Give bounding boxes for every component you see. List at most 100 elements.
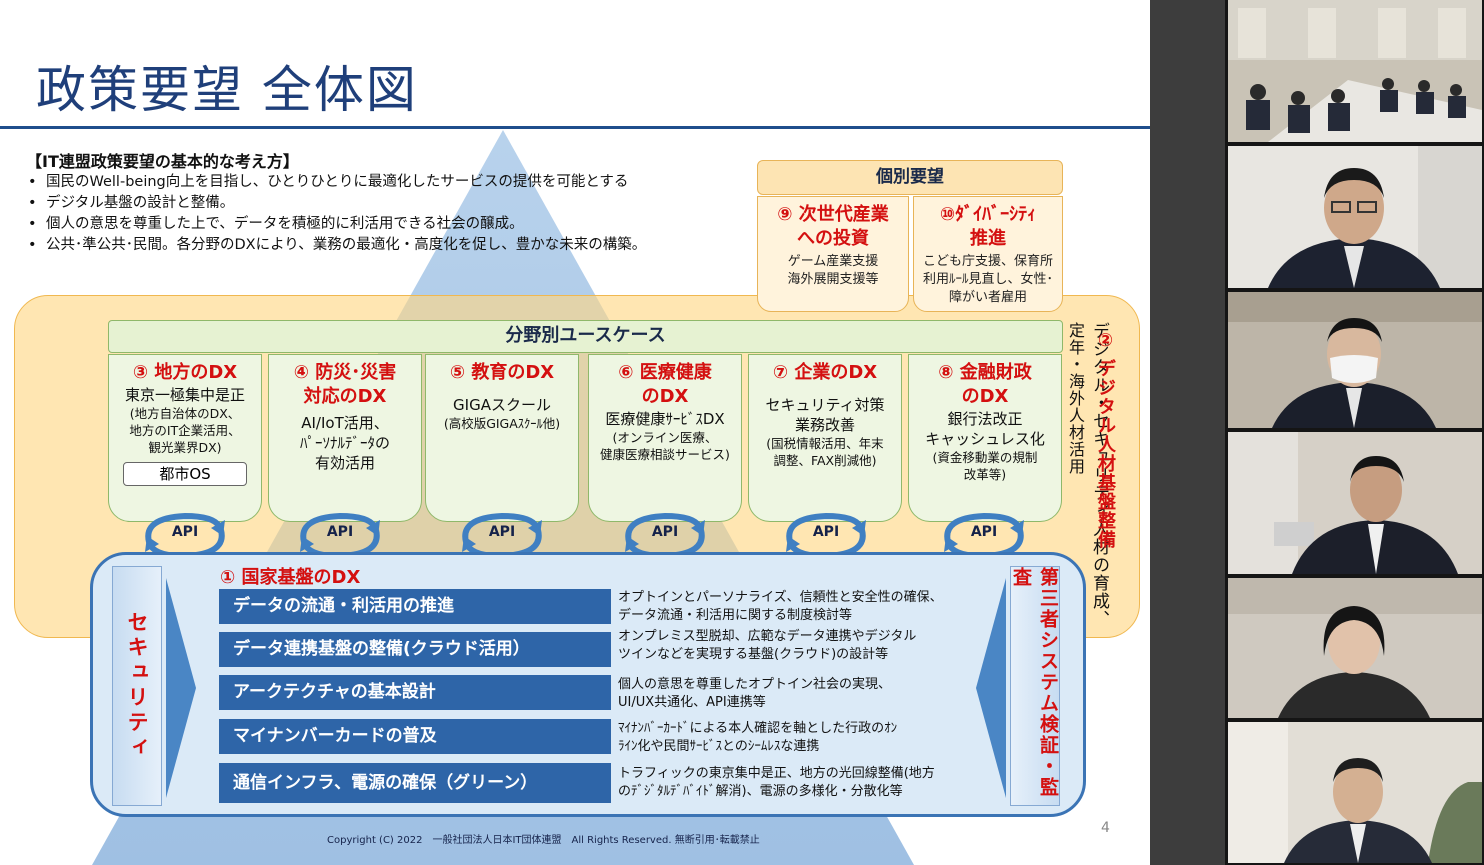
api-label: API [488,524,516,540]
principle-item: 公共･準公共･民間。各分野のDXにより、業務の最適化・高度化を促し、豊かな未来の… [26,235,766,256]
participant-tile-conference-room[interactable] [1228,0,1482,142]
national-row-desc: トラフィックの東京集中是正、地方の光回線整備(地方 のﾃﾞｼﾞﾀﾙﾃﾞﾊﾞｲﾄﾞ… [618,765,988,801]
arrow-right-icon [166,578,196,798]
desc-line: トラフィックの東京集中是正、地方の光回線整備(地方 [618,766,935,781]
participant-video [1228,146,1482,288]
usecase-desc: 改革等) [963,467,1007,482]
usecase-sub: 東京一極集中是正 [124,386,245,404]
usecase-disaster-dx: ④ 防災･災害 対応のDX AI/IoT活用、 ﾊﾟｰｿﾅﾙﾃﾞｰﾀの 有効活用 [268,354,422,522]
usecase-title: ④ 防災･災害 [293,362,397,383]
request-title-line: ⑩ﾀﾞｲﾊﾞｰｼﾃｨ [939,204,1037,225]
side-text-security-talent: デジタル・セキュリティ人材の育成、 [1089,322,1109,628]
usecase-title: ⑧ 金融財政 [938,362,1032,383]
desc-line: ﾏｲﾅﾝﾊﾞｰｶｰﾄﾞによる本人確認を軸とした行政のｵﾝ [618,721,898,736]
usecase-desc: (資金移動業の規制 [932,450,1038,465]
national-row-label: アークテクチャの基本設計 [219,675,611,710]
individual-requests: 個別要望 ⑨ 次世代産業 への投資 ゲーム産業支援 海外展開支援等 ⑩ﾀﾞｲﾊﾞ… [757,160,1063,312]
side-title-digital-talent: ② デジタル人材基盤整備 [1095,330,1116,550]
request-desc-line: 障がい者雇用 [948,290,1027,305]
desc-line: オンプレミス型脱却、広範なデータ連携やデジタル [618,629,917,644]
usecase-desc: 調整、FAX削減他) [773,453,877,468]
participant-video [1228,722,1482,863]
api-label: API [171,524,199,540]
usecase-desc: 観光業界DX) [148,440,222,455]
principle-item-continued: デジタル基盤の設計と整備。 [26,193,766,214]
usecase-medical-dx: ⑥ 医療健康 のDX 医療健康ｻｰﾋﾞｽDX (オンライン医療、 健康医療相談サ… [588,354,742,522]
api-label: API [812,524,840,540]
shared-slide: 政策要望 全体図 【IT連盟政策要望の基本的な考え方】 国民のWell-bein… [0,0,1150,865]
slide-title: 政策要望 全体図 [36,61,418,119]
usecase-desc: 地方のIT企業活用、 [129,423,241,438]
usecase-title: のDX [641,386,689,407]
request-desc-line: ゲーム産業支援 [787,254,879,269]
arrow-left-icon [976,578,1006,798]
principle-item: 個人の意思を尊重した上で、データを積極的に利活用できる社会の醸成。 [26,214,766,235]
desc-line: のﾃﾞｼﾞﾀﾙﾃﾞﾊﾞｲﾄﾞ解消)、電源の多様化・分散化等 [618,784,903,799]
usecase-title: 対応のDX [303,386,387,407]
desc-line: 個人の意思を尊重したオプトイン社会の実現、 [618,677,892,692]
usecase-desc: (オンライン医療、 [612,430,718,445]
request-title-line: ⑨ 次世代産業 [777,204,889,225]
desc-line: データ流通・利活用に関する制度検討等 [618,608,853,623]
api-label: API [970,524,998,540]
usecase-regional-dx: ③ 地方のDX 東京一極集中是正 (地方自治体のDX、 地方のIT企業活用、 観… [108,354,262,522]
principles-list: 国民のWell-being向上を目指し、ひとりひとりに最適化したサービスの提供を… [26,172,766,256]
participant-tile-4[interactable] [1228,432,1482,574]
individual-requests-heading: 個別要望 [757,160,1063,195]
usecase-title: ⑥ 医療健康 [618,362,712,383]
usecase-sub: AI/IoT活用、 [301,414,389,432]
usecase-education-dx: ⑤ 教育のDX GIGAスクール (高校版GIGAｽｸｰﾙ他) [425,354,579,522]
participant-tile-2[interactable] [1228,146,1482,288]
participant-tile-6[interactable] [1228,722,1482,863]
usecase-sub: 銀行法改正 [947,410,1023,428]
usecase-title: ⑦ 企業のDX [772,362,878,383]
national-row-desc: ﾏｲﾅﾝﾊﾞｰｶｰﾄﾞによる本人確認を軸とした行政のｵﾝ ﾗｲﾝ化や民間ｻｰﾋﾞ… [618,720,988,756]
national-row-desc: オンプレミス型脱却、広範なデータ連携やデジタル ツインなどを実現する基盤(クラウ… [618,628,988,664]
api-label: API [651,524,679,540]
usecase-sub: 医療健康ｻｰﾋﾞｽDX [605,410,725,428]
usecase-sub: GIGAスクール [453,396,551,414]
desc-line: ツインなどを実現する基盤(クラウド)の設計等 [618,647,889,662]
request-desc: ゲーム産業支援 海外展開支援等 [758,253,908,289]
conference-room-video [1228,0,1482,142]
request-card-next-gen-industry: ⑨ 次世代産業 への投資 ゲーム産業支援 海外展開支援等 [757,196,909,312]
usecase-sub: セキュリティ対策 [765,396,885,414]
usecase-sub: 業務改善 [794,416,855,434]
principle-item: 国民のWell-being向上を目指し、ひとりひとりに最適化したサービスの提供を… [26,172,766,193]
usecase-finance-dx: ⑧ 金融財政 のDX 銀行法改正 キャッシュレス化 (資金移動業の規制 改革等) [908,354,1062,522]
request-desc-line: 海外展開支援等 [787,272,879,287]
participant-tile-5[interactable] [1228,578,1482,718]
usecase-desc: 健康医療相談サービス) [600,447,730,462]
request-title: ⑨ 次世代産業 への投資 [758,203,908,251]
side-text-foreign-talent: 定年・海外人材活用 [1066,322,1085,475]
usecase-sub: キャッシュレス化 [925,430,1045,448]
national-row-label: 通信インフラ、電源の確保（グリーン） [219,763,611,803]
usecase-sub: 有効活用 [314,454,375,472]
title-rule [0,126,1150,129]
usecase-title: のDX [961,386,1009,407]
window-divider [1150,0,1225,865]
usecase-desc: (地方自治体のDX、 [129,406,241,421]
api-label: API [326,524,354,540]
third-party-audit-column: 第三者システム検証・監査 [1010,566,1060,806]
request-desc-line: 利用ﾙｰﾙ見直し、女性･ [922,272,1053,287]
national-row-label: マイナンバーカードの普及 [219,719,611,754]
usecase-title: ③ 地方のDX [132,362,238,383]
page-number: 4 [1101,820,1110,836]
third-party-audit-label: 第三者システム検証・監査 [1010,567,1059,798]
desc-line: オプトインとパーソナライズ、信頼性と安全性の確保、 [618,590,943,605]
national-row-label: データ連携基盤の整備(クラウド活用） [219,632,611,667]
principles-heading: 【IT連盟政策要望の基本的な考え方】 [26,152,299,171]
usecase-desc: (高校版GIGAｽｸｰﾙ他) [443,416,561,431]
national-row-desc: 個人の意思を尊重したオプトイン社会の実現、 UI/UX共通化、API連携等 [618,676,988,712]
request-desc-line: こども庁支援、保育所 [922,254,1053,269]
participant-tile-3[interactable] [1228,292,1482,428]
national-row-desc: オプトインとパーソナライズ、信頼性と安全性の確保、 データ流通・利活用に関する制… [618,589,988,625]
desc-line: UI/UX共通化、API連携等 [618,695,766,710]
security-column: セキュリティ [112,566,162,806]
usecase-desc: (国税情報活用、年末 [766,436,884,451]
participant-video [1228,432,1482,574]
national-base-title: ① 国家基盤のDX [220,567,361,588]
request-title: ⑩ﾀﾞｲﾊﾞｰｼﾃｨ 推進 [914,203,1062,251]
city-os-box: 都市OS [123,462,247,486]
